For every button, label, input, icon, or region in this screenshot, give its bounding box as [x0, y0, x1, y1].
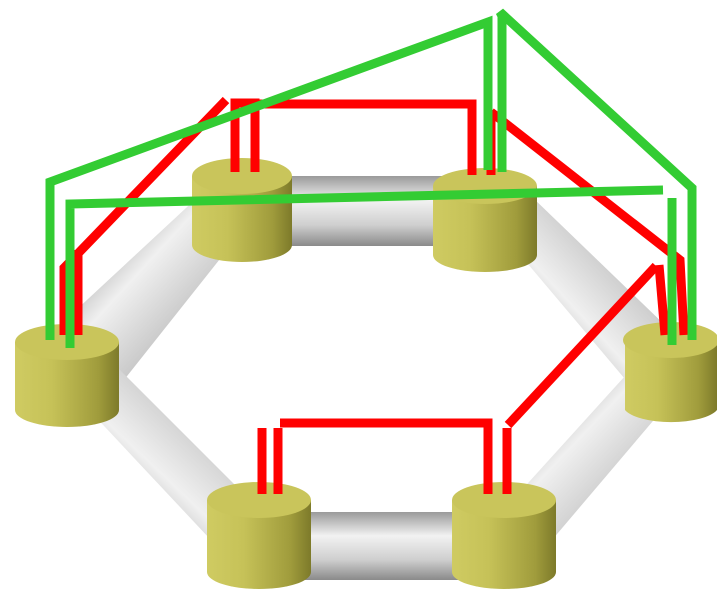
node-front-right: [452, 482, 556, 589]
ring-link-lower-right: [504, 262, 660, 429]
pipes: [60, 176, 675, 580]
ring-links: [59, 96, 689, 494]
ring-link-top-bar: [255, 99, 477, 175]
ring-link-upper-right: [488, 108, 689, 336]
upper-link-apex-right: [495, 8, 697, 340]
upper-link-cross: [65, 185, 664, 348]
pipe-front: [290, 512, 480, 580]
upper-links: [45, 8, 697, 348]
node-front-left: [207, 482, 311, 589]
ring-link-top: [230, 98, 260, 172]
ring-link-upper-left: [59, 96, 230, 335]
upper-link-left-apex: [45, 15, 493, 340]
node-back-left: [192, 158, 292, 262]
node-back-right: [433, 168, 537, 272]
